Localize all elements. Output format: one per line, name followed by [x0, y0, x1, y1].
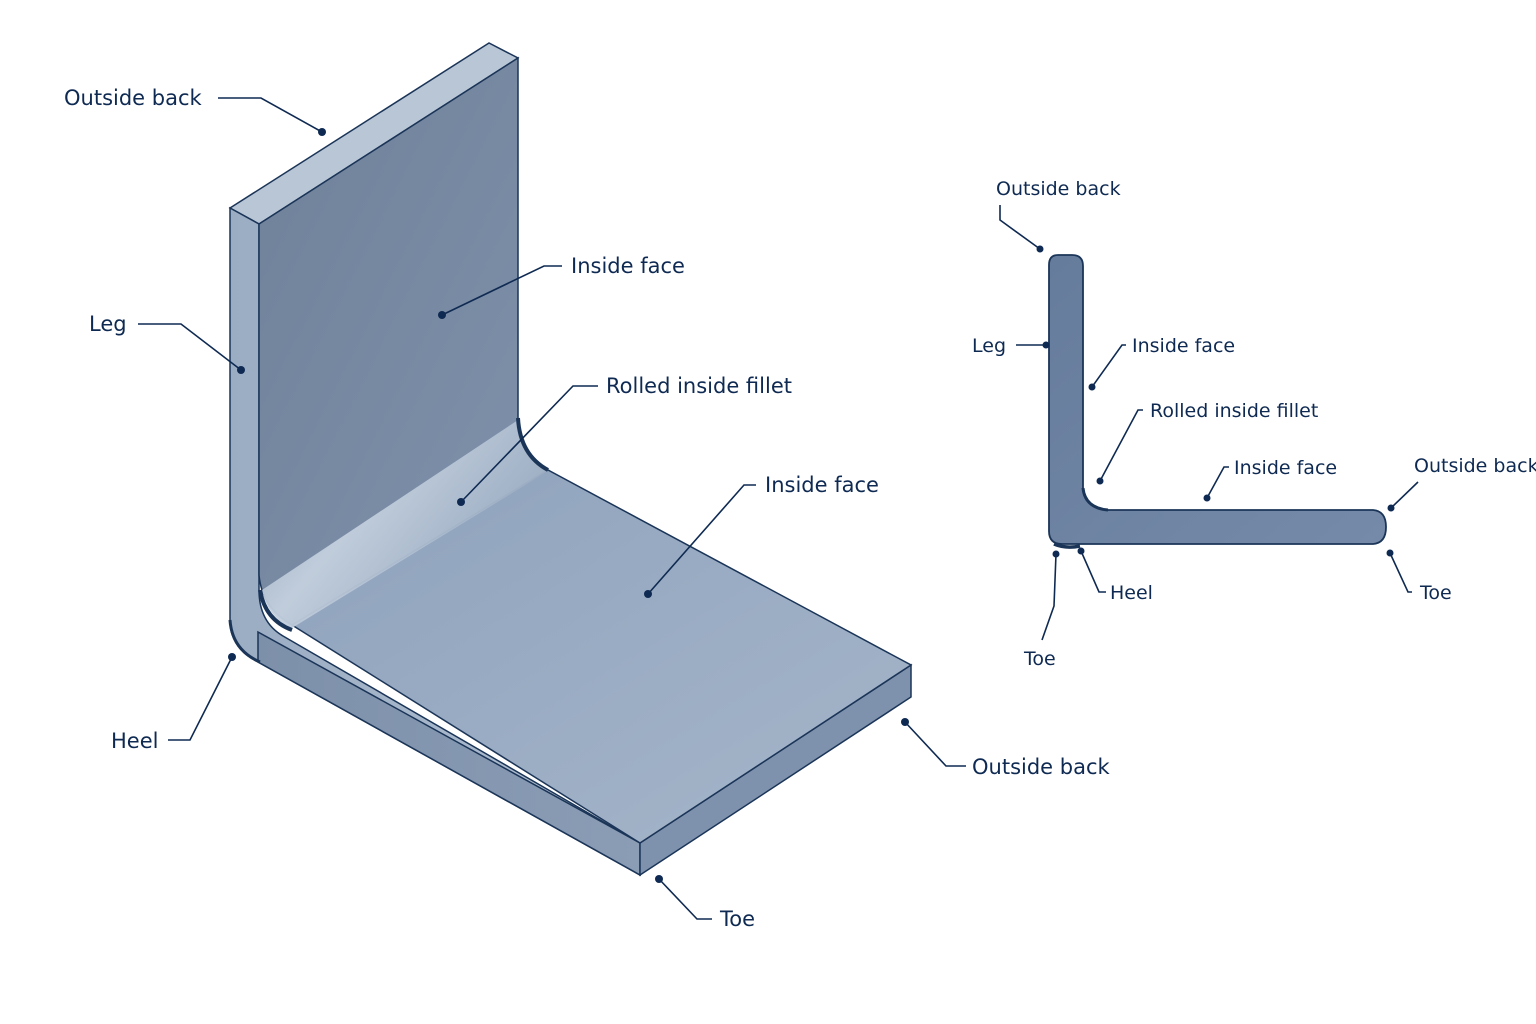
section-labels: Outside back Leg Inside face Rolled insi… [972, 178, 1536, 670]
fillet-arc-front [258, 589, 293, 632]
label-iso-inside-face-horizontal: Inside face [765, 473, 879, 497]
fillet-arc-back [516, 417, 549, 472]
label-iso-rolled-inside-fillet: Rolled inside fillet [606, 374, 792, 398]
label-iso-toe: Toe [719, 907, 755, 931]
label-iso-heel: Heel [111, 729, 158, 753]
section-heel-mark [1053, 542, 1081, 549]
label-iso-leg: Leg [89, 312, 127, 336]
isometric-labels: Outside back Leg Inside face Rolled insi… [64, 86, 1111, 931]
label-sec-outside-back-top: Outside back [996, 178, 1121, 200]
label-sec-rolled-inside-fillet: Rolled inside fillet [1150, 400, 1318, 422]
isometric-leaders [138, 97, 966, 920]
label-sec-outside-back-right: Outside back [1414, 455, 1536, 477]
section-profile [1048, 254, 1387, 545]
label-sec-toe-right: Toe [1419, 582, 1452, 604]
label-iso-outside-back-right: Outside back [972, 755, 1111, 779]
isometric-angle [228, 42, 913, 877]
label-sec-leg: Leg [972, 335, 1006, 357]
label-iso-outside-back-top: Outside back [64, 86, 203, 110]
label-sec-heel: Heel [1110, 582, 1153, 604]
section-angle [1048, 254, 1387, 549]
label-sec-toe-bottom: Toe [1023, 648, 1056, 670]
section-leaders [999, 205, 1419, 641]
label-sec-inside-face-vertical: Inside face [1132, 335, 1235, 357]
label-sec-inside-face-horizontal: Inside face [1234, 457, 1337, 479]
section-fillet-highlight [1081, 487, 1109, 512]
label-iso-inside-face-vertical: Inside face [571, 254, 685, 278]
heel-arc [228, 619, 261, 664]
rolled-fillet-band [262, 420, 548, 628]
